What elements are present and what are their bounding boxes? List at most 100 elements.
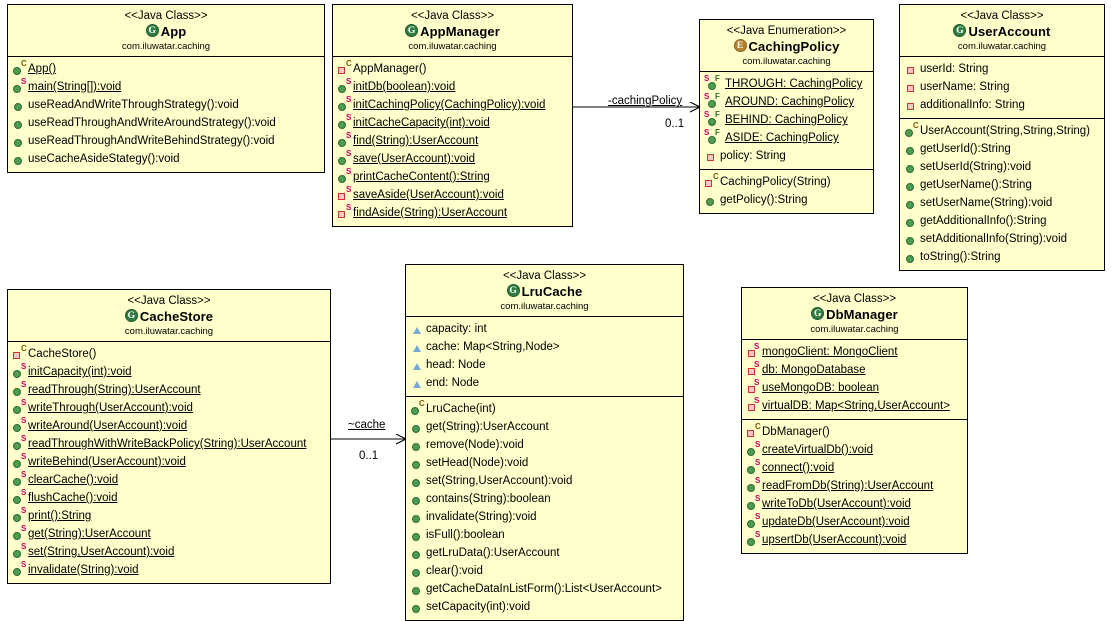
member-row[interactable]: capacity: int [410, 320, 680, 338]
member-label: print():String [28, 510, 92, 523]
member-row[interactable]: setCapacity(int):void [410, 598, 680, 616]
class-stereotype: <<Java Class>> [502, 270, 587, 282]
member-label: writeThrough(UserAccount):void [28, 402, 193, 415]
member-row[interactable]: clear():void [410, 562, 680, 580]
public-static-method-icon: S [12, 399, 27, 415]
member-row[interactable]: getAdditionalInfo():String [904, 212, 1101, 230]
member-row[interactable]: useReadThroughAndWriteBehindStrategy():v… [12, 132, 321, 150]
package-field-icon [410, 322, 425, 336]
member-row[interactable]: setHead(Node):void [410, 454, 680, 472]
member-row[interactable]: getLruData():UserAccount [410, 544, 680, 562]
member-row[interactable]: setUserName(String):void [904, 194, 1101, 212]
member-row[interactable]: getUserId():String [904, 140, 1101, 158]
member-row[interactable]: useReadThroughAndWriteAroundStrategy():v… [12, 114, 321, 132]
member-row[interactable]: policy: String [704, 147, 870, 165]
member-row[interactable]: head: Node [410, 356, 680, 374]
member-row[interactable]: additionalInfo: String [904, 96, 1101, 114]
member-row[interactable]: remove(Node):void [410, 436, 680, 454]
member-row[interactable]: getCacheDataInListForm():List<UserAccoun… [410, 580, 680, 598]
public-static-method-icon: S [337, 132, 352, 148]
public-static-method-icon: S [746, 513, 761, 529]
member-label: setHead(Node):void [426, 457, 529, 470]
class-package: com.iluwatar.caching [742, 56, 831, 68]
public-method-icon [410, 456, 425, 470]
member-label: readThroughWithWriteBackPolicy(String):U… [28, 438, 307, 451]
member-row[interactable]: toString():String [904, 248, 1101, 266]
member-row[interactable]: userName: String [904, 78, 1101, 96]
member-row[interactable]: useCacheAsideStategy():void [12, 150, 321, 168]
member-row[interactable]: set(String,UserAccount):void [410, 472, 680, 490]
member-row[interactable]: end: Node [410, 374, 680, 392]
class-name: CachingPolicy [748, 39, 840, 54]
member-label: virtualDB: Map<String,UserAccount> [762, 400, 950, 413]
member-row[interactable]: userId: String [904, 60, 1101, 78]
class-package: com.iluwatar.caching [500, 301, 589, 313]
member-row[interactable]: getUserName():String [904, 176, 1101, 194]
member-row[interactable]: get(String):UserAccount [410, 418, 680, 436]
member-row[interactable]: getPolicy():String [704, 191, 870, 209]
member-row[interactable]: invalidate(String):void [410, 508, 680, 526]
member-row[interactable]: setAdditionalInfo(String):void [904, 230, 1101, 248]
member-row[interactable]: isFull():boolean [410, 526, 680, 544]
member-label: AppManager() [353, 63, 427, 76]
member-row[interactable]: setUserId(String):void [904, 158, 1101, 176]
member-label: get(String):UserAccount [426, 421, 549, 434]
member-label: DbManager() [762, 426, 830, 439]
member-row[interactable]: cache: Map<String,Node> [410, 338, 680, 356]
member-row[interactable]: contains(String):boolean [410, 490, 680, 508]
class-stereotype: <<Java Class>> [127, 295, 211, 307]
member-row[interactable]: useReadAndWriteThroughStrategy():void [12, 96, 321, 114]
